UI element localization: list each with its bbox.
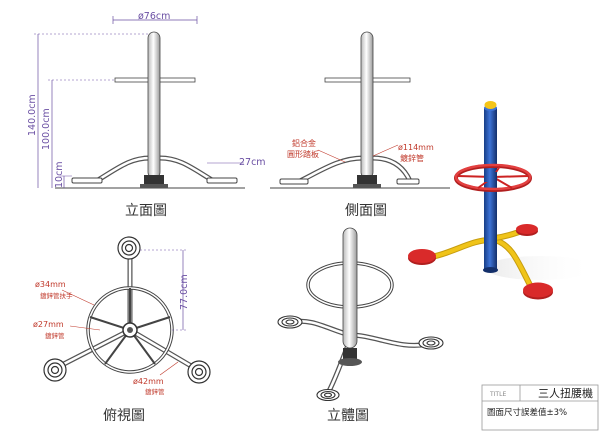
note-arm-diameter: ø42mm xyxy=(133,377,164,386)
note-handrail-diameter: ø34mm xyxy=(35,280,66,289)
note-spoke-material: 鍍鋅管 xyxy=(45,331,65,340)
color-render xyxy=(408,101,595,300)
caption-front-view: 立面圖 xyxy=(125,203,167,219)
note-spoke-diameter: ø27mm xyxy=(33,320,64,329)
dim-top-height: 77.0cm xyxy=(179,274,190,310)
isometric-view: 立體圖 xyxy=(277,227,444,424)
caption-isometric-view: 立體圖 xyxy=(327,408,369,424)
note-plate-shape: 圓形踏板 xyxy=(287,149,319,159)
dim-handle-height: 100.0cm xyxy=(41,108,52,150)
dim-top-diameter: ø76cm xyxy=(138,11,170,22)
caption-top-view: 俯視圖 xyxy=(103,408,145,424)
title-name: 三人扭腰機 xyxy=(538,386,593,400)
note-pipe-diameter: ø114mm xyxy=(398,143,434,152)
side-view: 鋁合金 圓形踏板 ø114mm 鍍鋅管 側面圖 xyxy=(270,31,450,219)
note-arm-material: 鍍鋅管 xyxy=(145,387,165,396)
top-view: 77.0cm ø34mm 鍍鋅管扶手 ø27mm 鍍鋅管 ø42mm 鍍鋅管 俯… xyxy=(33,236,211,424)
dim-total-height: 140.0cm xyxy=(27,94,38,136)
tolerance-note: 圖面尺寸誤差值±3% xyxy=(487,407,567,418)
note-pipe-material: 鍍鋅管 xyxy=(400,153,424,163)
front-view: ø76cm 140.0cm 100.0cm 10cm 27cm 立面圖 xyxy=(27,11,266,219)
dim-step-height: 10cm xyxy=(54,161,65,188)
title-label: TITLE xyxy=(489,391,506,398)
note-plate-material: 鋁合金 xyxy=(292,138,316,148)
title-block: TITLE 三人扭腰機 圖面尺寸誤差值±3% xyxy=(481,384,599,431)
dim-side-length: 27cm xyxy=(239,157,266,168)
caption-side-view: 側面圖 xyxy=(345,203,387,219)
note-handrail-material: 鍍鋅管扶手 xyxy=(40,291,73,300)
